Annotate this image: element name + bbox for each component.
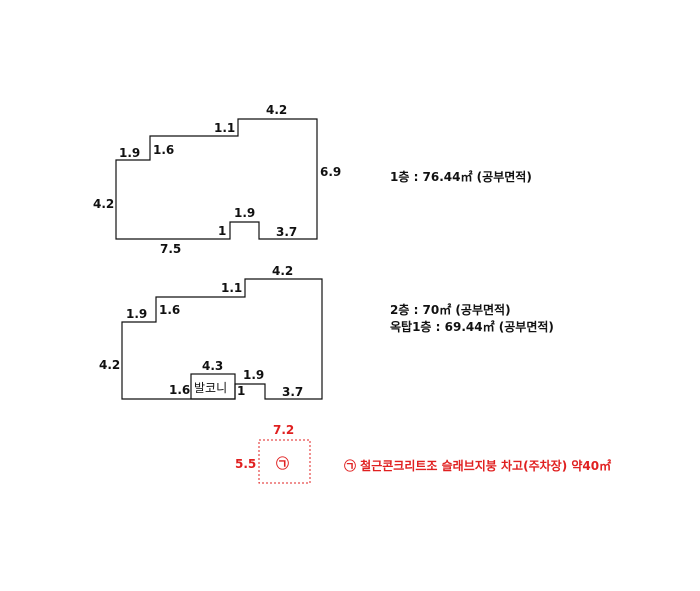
floor1-dim-left: 4.2 <box>93 197 114 211</box>
floor2-dim-step-top: 1.1 <box>221 281 242 295</box>
floor1-area-label: 1층 : 76.44㎡ (공부면적) <box>390 170 532 184</box>
floor1-dim-bottom-right: 3.7 <box>276 225 297 239</box>
garage-description: ㉠ 철근콘크리트조 슬래브지붕 차고(주차장) 약40㎡ <box>344 459 612 473</box>
garage-dim-width: 7.2 <box>273 423 294 437</box>
floor2-area-label: 2층 : 70㎡ (공부면적) <box>390 303 511 317</box>
floor1-outline <box>115 118 318 240</box>
floor1-dim-bottom-left: 7.5 <box>160 242 181 256</box>
balcony-box <box>190 373 236 400</box>
floor1-dim-step-mid: 1.6 <box>153 143 174 157</box>
floor2-dim-bottom-right: 3.7 <box>282 385 303 399</box>
floor2-dim-top-right: 4.2 <box>272 264 293 278</box>
floor1-dim-left-upper: 1.9 <box>119 146 140 160</box>
floor1-dim-right: 6.9 <box>320 165 341 179</box>
balcony-label: 발코니 <box>194 381 227 395</box>
rooftop-area-label: 옥탑1층 : 69.44㎡ (공부면적) <box>390 320 554 334</box>
floor2-dim-notch-side: 1 <box>237 384 245 398</box>
floor2-dim-left: 4.2 <box>99 358 120 372</box>
floor2-dim-notch-top: 1.9 <box>243 368 264 382</box>
floor2-dim-left-upper: 1.9 <box>126 307 147 321</box>
garage-outline <box>258 439 311 484</box>
floor2-dim-step-mid: 1.6 <box>159 303 180 317</box>
garage-dim-depth: 5.5 <box>235 457 256 471</box>
garage-symbol: ㉠ <box>276 456 289 472</box>
floor1-dim-step-top: 1.1 <box>214 121 235 135</box>
floor1-dim-notch-top: 1.9 <box>234 206 255 220</box>
floor1-dim-notch-left: 1 <box>218 224 226 238</box>
floor1-dim-top-right: 4.2 <box>266 103 287 117</box>
floor2-dim-balcony-left: 1.6 <box>169 383 190 397</box>
floor2-dim-balcony-top: 4.3 <box>202 359 223 373</box>
